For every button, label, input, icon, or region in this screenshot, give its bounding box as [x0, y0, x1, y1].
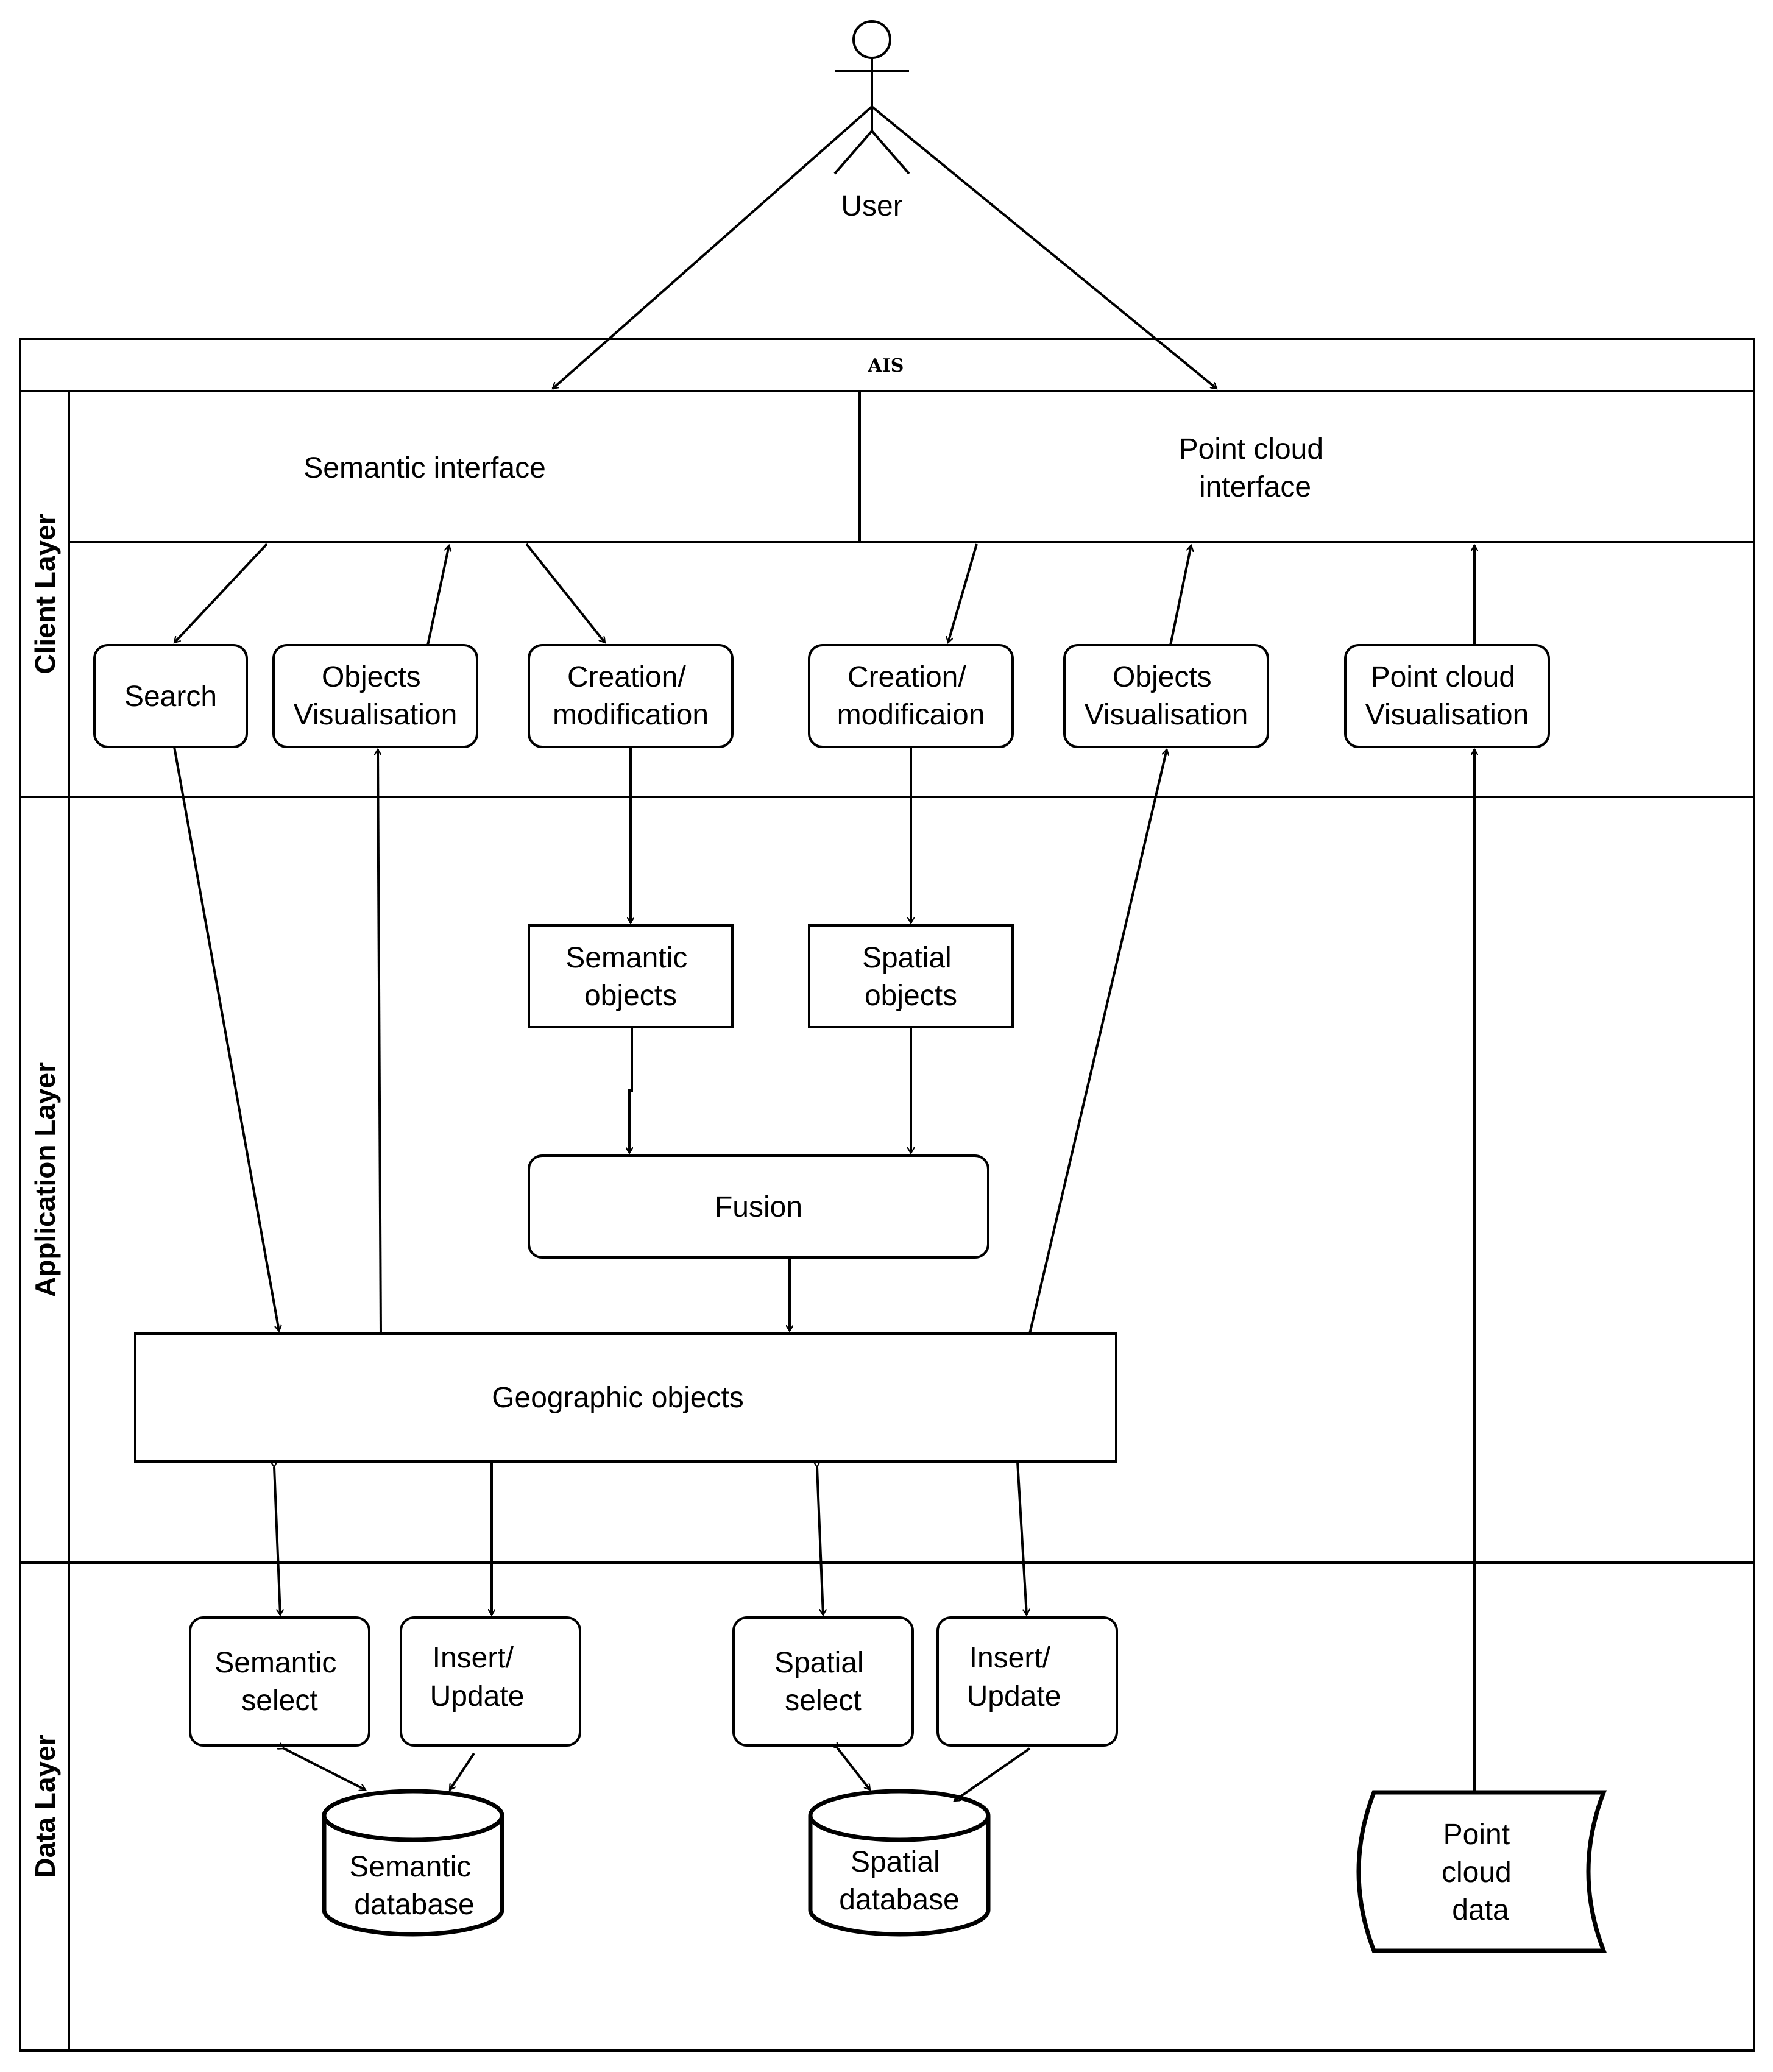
edge-semantic-objects-to-fusion	[629, 1027, 633, 1153]
semantic-database-node: Semantic database	[322, 1789, 504, 1937]
lane-label-data: Data Layer	[29, 1734, 61, 1878]
point-cloud-data-label: Point cloud data	[1442, 1819, 1520, 1926]
lane-label-client: Client Layer	[29, 514, 61, 674]
geographic-objects-node: Geographic objects	[134, 1332, 1117, 1463]
objects-visualisation-semantic-box	[272, 644, 478, 748]
edge-semantic-select-semantic-database	[284, 1748, 366, 1790]
point-cloud-visualisation-node: Point cloud Visualisation	[1344, 644, 1550, 748]
spatial-database-node: Spatial database	[808, 1789, 991, 1937]
edge-geographic-objects-to-insert-update-spatial	[1016, 1461, 1027, 1615]
spatial-objects-box	[808, 924, 1014, 1028]
geographic-objects-label: Geographic objects	[492, 1382, 744, 1414]
pool-frame	[19, 338, 1755, 2052]
edge-geographic-objects-spatial-select	[817, 1467, 823, 1615]
actor-left-leg	[833, 130, 873, 175]
insert-update-spatial-label: Insert/ Update	[967, 1642, 1061, 1713]
semantic-objects-label: Semantic objects	[565, 942, 695, 1012]
semantic-database-label: Semantic database	[349, 1851, 479, 1921]
edge-insert-update-to-spatial-database	[954, 1747, 1031, 1802]
edge-user-to-point-cloud-interface	[871, 105, 1217, 390]
creation-modification-semantic-label: Creation/ modification	[553, 661, 709, 731]
creation-modification-spatial-node: Creation/ modificaion	[808, 644, 1014, 748]
edge-insert-update-to-semantic-database	[448, 1752, 475, 1790]
edge-geographic-objects-to-objects-visualisation-spatial	[1028, 749, 1167, 1334]
search-box	[93, 644, 248, 748]
edges	[173, 105, 1474, 1802]
creation-modification-spatial-label: Creation/ modificaion	[837, 661, 985, 731]
semantic-select-node: Semantic select	[189, 1616, 370, 1747]
objects-visualisation-semantic-node: Objects Visualisation	[272, 644, 478, 748]
edge-semantic-interface-to-creation	[525, 543, 606, 643]
point-cloud-interface-label: Point cloud interface	[1179, 433, 1332, 503]
semantic-interface-label: Semantic interface	[303, 452, 546, 484]
edge-geographic-objects-to-objects-visualisation	[378, 749, 382, 1334]
spatial-objects-label: Spatial objects	[862, 942, 960, 1012]
objects-visualisation-spatial-box	[1063, 644, 1269, 748]
insert-update-spatial-node: Insert/ Update	[936, 1616, 1118, 1747]
insert-update-spatial-box	[936, 1616, 1118, 1747]
insert-update-semantic-box	[400, 1616, 581, 1747]
edge-search-to-geographic-objects	[173, 746, 279, 1331]
fusion-label: Fusion	[715, 1191, 802, 1223]
geographic-objects-box	[134, 1332, 1117, 1463]
pool-title: AIS	[868, 355, 904, 377]
lane-label-application: Application Layer	[29, 1062, 61, 1297]
objects-visualisation-spatial-label: Objects Visualisation	[1085, 661, 1248, 731]
semantic-select-label: Semantic select	[214, 1647, 344, 1717]
edge-semantic-interface-to-search	[174, 543, 268, 643]
semantic-select-box	[189, 1616, 370, 1747]
objects-visualisation-semantic-label: Objects Visualisation	[294, 661, 458, 731]
actor-head	[852, 20, 891, 59]
user-actor: User	[833, 20, 910, 222]
edge-objects-visualisation-to-semantic-interface	[426, 545, 449, 646]
edge-objects-visualisation-to-point-cloud-interface	[1169, 545, 1191, 646]
spatial-select-node: Spatial select	[732, 1616, 914, 1747]
actor-right-leg	[871, 130, 910, 175]
edge-user-to-semantic-interface	[553, 105, 873, 390]
edge-point-cloud-interface-to-creation	[948, 543, 978, 643]
point-cloud-data-shape	[1356, 1790, 1607, 1953]
search-node: Search	[93, 644, 248, 748]
semantic-objects-box	[528, 924, 734, 1028]
spatial-database-rim	[808, 1815, 991, 1842]
actor-label: User	[841, 190, 902, 222]
insert-update-semantic-node: Insert/ Update	[400, 1616, 581, 1747]
search-label: Search	[124, 681, 217, 713]
edge-spatial-select-spatial-database	[838, 1748, 871, 1790]
edge-geographic-objects-semantic-select	[274, 1467, 280, 1615]
point-cloud-visualisation-label: Point cloud Visualisation	[1365, 661, 1529, 731]
spatial-select-box	[732, 1616, 914, 1747]
creation-modification-semantic-node: Creation/ modification	[528, 644, 734, 748]
spatial-database-label: Spatial database	[839, 1846, 960, 1916]
spatial-select-label: Spatial select	[774, 1647, 872, 1717]
spatial-objects-node: Spatial objects	[808, 924, 1014, 1028]
fusion-node: Fusion	[528, 1154, 989, 1259]
fusion-box	[528, 1154, 989, 1259]
objects-visualisation-spatial-node: Objects Visualisation	[1063, 644, 1269, 748]
semantic-database-rim	[322, 1815, 504, 1842]
point-cloud-visualisation-box	[1344, 644, 1550, 748]
insert-update-semantic-label: Insert/ Update	[430, 1642, 525, 1713]
semantic-objects-node: Semantic objects	[528, 924, 734, 1028]
point-cloud-data-node: Point cloud data	[1356, 1790, 1607, 1953]
